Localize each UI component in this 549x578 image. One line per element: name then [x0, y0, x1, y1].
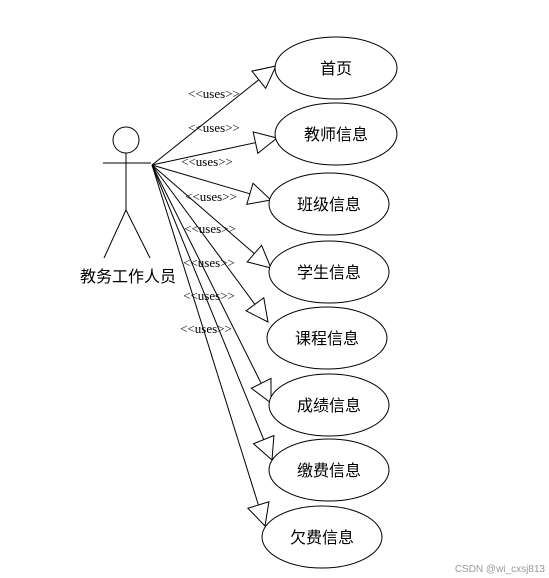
relation-line-grade	[151, 164, 262, 384]
relation-label-grade: <<uses>>	[183, 255, 235, 270]
relation-line-home	[151, 79, 260, 166]
relation-line-payment	[151, 164, 265, 440]
actor-figure	[103, 126, 151, 259]
actor-left-leg	[103, 209, 127, 259]
relation-label-class: <<uses>>	[181, 154, 233, 169]
relation-line-course	[151, 164, 256, 305]
relation-line-teacher	[151, 142, 256, 166]
arrowhead-class	[246, 182, 273, 205]
actor-head	[112, 126, 140, 154]
use-case-student	[268, 240, 390, 304]
actor-label: 教务工作人员	[80, 267, 176, 286]
use-case-label-payment: 缴费信息	[297, 461, 361, 480]
use-case-teacher	[274, 102, 398, 166]
use-case-label-teacher: 教师信息	[304, 125, 368, 144]
relation-line-student	[151, 164, 255, 254]
arrowhead-student	[246, 244, 272, 269]
use-case-label-arrears: 欠费信息	[290, 528, 354, 547]
arrowhead-arrears	[247, 500, 270, 528]
relation-label-student: <<uses>>	[185, 189, 237, 204]
arrowhead-teacher	[252, 131, 279, 155]
arrowhead-course	[245, 296, 269, 323]
use-case-label-student: 学生信息	[297, 263, 361, 282]
use-case-label-grade: 成绩信息	[297, 396, 361, 415]
relation-labels: <<uses>> <<uses>> <<uses>> <<uses>> <<uses>>…	[180, 86, 240, 336]
relations	[151, 65, 279, 528]
use-case-home	[274, 36, 398, 100]
use-case-course	[266, 306, 388, 370]
actor-right-leg	[125, 209, 151, 259]
use-case-label-class: 班级信息	[297, 195, 361, 214]
relation-label-course: <<uses>>	[184, 221, 236, 236]
use-case-label-course: 课程信息	[295, 329, 359, 348]
use-case-class	[268, 172, 390, 236]
relation-label-teacher: <<uses>>	[188, 120, 240, 135]
relation-label-payment: <<uses>>	[183, 288, 235, 303]
relation-label-arrears: <<uses>>	[180, 321, 232, 336]
use-case-grade	[268, 373, 390, 437]
arrowhead-grade	[250, 377, 272, 405]
use-case-payment	[268, 438, 390, 502]
arrowhead-payment	[252, 434, 275, 462]
relation-line-arrears	[151, 164, 259, 506]
arrowhead-home	[251, 65, 277, 90]
watermark: CSDN @wi_cxsj813	[455, 564, 546, 575]
use-case-label-home: 首页	[320, 59, 352, 78]
relation-label-home: <<uses>>	[188, 86, 240, 101]
use-case-arrears	[261, 505, 383, 569]
relation-line-class	[151, 164, 251, 195]
